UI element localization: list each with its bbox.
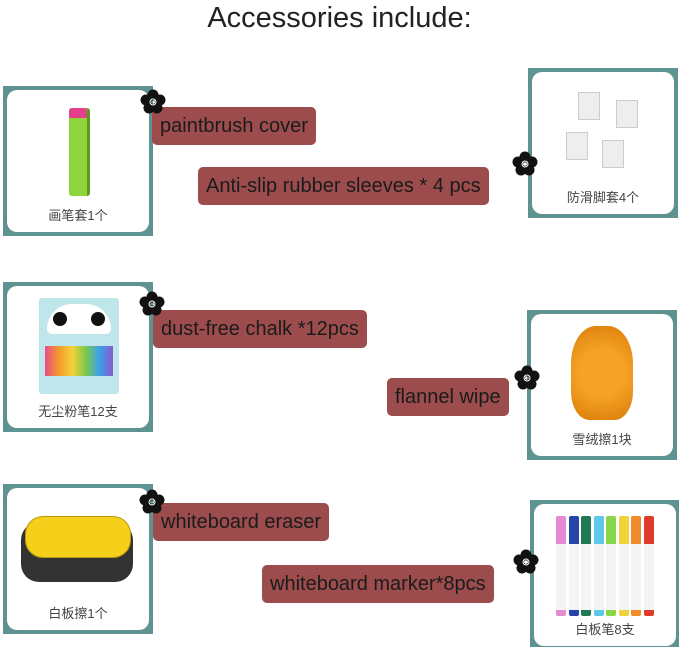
flower-icon bbox=[514, 365, 540, 390]
marker-pen bbox=[593, 516, 604, 616]
chalk-box-icon bbox=[39, 298, 119, 394]
marker-pen bbox=[556, 516, 566, 616]
flower-icon bbox=[140, 89, 166, 114]
product-card-paintbrush-cover: 画笔套1个 bbox=[3, 86, 153, 236]
label-chalk: dust-free chalk *12pcs bbox=[153, 310, 367, 348]
product-caption: 无尘粉笔12支 bbox=[38, 404, 118, 419]
marker-pen bbox=[643, 516, 654, 616]
marker-pen bbox=[618, 516, 629, 616]
marker-pen bbox=[631, 516, 641, 616]
marker-pen bbox=[581, 516, 591, 616]
page-title: Accessories include: bbox=[207, 2, 472, 34]
flower-icon bbox=[139, 489, 165, 514]
flower-icon bbox=[512, 151, 538, 176]
flower-icon bbox=[139, 291, 165, 316]
product-card-rubber-sleeves: 防滑脚套4个 bbox=[528, 68, 678, 218]
label-paintbrush-cover: paintbrush cover bbox=[152, 107, 316, 145]
label-eraser: whiteboard eraser bbox=[153, 503, 330, 541]
paintbrush-cover-icon bbox=[69, 108, 90, 196]
product-caption: 白板擦1个 bbox=[48, 606, 108, 621]
flannel-wipe-icon bbox=[571, 326, 633, 420]
label-flannel-wipe: flannel wipe bbox=[387, 378, 509, 416]
product-caption: 画笔套1个 bbox=[48, 208, 108, 223]
flower-icon bbox=[513, 549, 539, 574]
product-caption: 防滑脚套4个 bbox=[566, 190, 640, 205]
markers-icon bbox=[556, 510, 654, 622]
product-card-markers: 白板笔8支 bbox=[530, 500, 679, 647]
marker-pen bbox=[606, 516, 616, 616]
product-card-eraser: 白板擦1个 bbox=[3, 484, 153, 634]
product-caption: 雪绒擦1块 bbox=[572, 432, 632, 447]
product-card-flannel-wipe: 雪绒擦1块 bbox=[527, 310, 677, 460]
eraser-icon bbox=[21, 516, 133, 582]
product-caption: 白板笔8支 bbox=[575, 622, 635, 637]
marker-pen bbox=[568, 516, 579, 616]
product-card-chalk: 无尘粉笔12支 bbox=[3, 282, 153, 432]
label-markers: whiteboard marker*8pcs bbox=[262, 565, 494, 603]
label-rubber-sleeves: Anti-slip rubber sleeves * 4 pcs bbox=[198, 167, 489, 205]
rubber-sleeves-icon bbox=[562, 92, 652, 182]
